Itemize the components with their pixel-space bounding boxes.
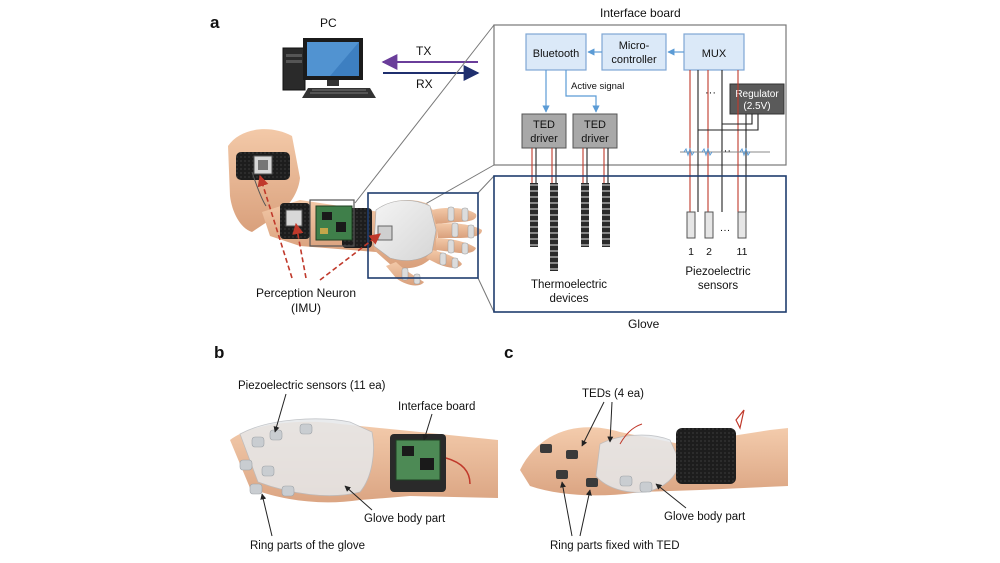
sensor-number-11: 11: [737, 246, 748, 258]
tx-label: TX: [416, 44, 431, 58]
piezo-label-2: sensors: [698, 280, 739, 292]
glove-body-callout-c-arrow: [655, 483, 687, 509]
ted-strip-2: [550, 183, 558, 271]
regulator-label-2: (2.5V): [743, 101, 770, 112]
teds-callout-arrow-2: [607, 401, 614, 443]
imu-forearm-band: [280, 203, 310, 239]
ted-driver-2-label-1: TED: [584, 119, 606, 131]
panel-a: a PC TX RX: [210, 6, 787, 331]
piezo-label-1: Piezoelectric: [685, 266, 750, 278]
ted-strip-1: [530, 183, 538, 247]
interface-board-frame: [493, 24, 787, 166]
thermoelectric-label-2: devices: [550, 293, 589, 305]
regulator-label-1: Regulator: [735, 89, 779, 100]
arm-illustration: [228, 129, 482, 286]
photo-b: [230, 418, 498, 503]
perception-neuron-label-2: (IMU): [291, 301, 321, 315]
ted-driver-2-label-2: driver: [581, 133, 609, 145]
ring-callout-c-arrow-2: [579, 489, 592, 537]
interface-board-pcb: [315, 205, 353, 241]
resistor-ellipsis: ···: [720, 145, 731, 157]
ted-driver-wires: [531, 148, 609, 185]
glove-zoom-box: [367, 192, 479, 279]
piezo-callout-text: Piezoelectric sensors (11 ea): [238, 380, 386, 392]
glove-box: Glove Thermoelectric devices 1 2 ··· 11 …: [493, 175, 787, 331]
ring-callout-c-arrow-1: [560, 481, 573, 537]
ted-strip-4: [602, 183, 610, 247]
tx-rx-link: TX RX: [381, 44, 480, 91]
microcontroller-module: Micro- controller: [601, 33, 667, 71]
interface-callout-text: Interface board: [398, 401, 475, 413]
teds-callout-arrow-1: [581, 401, 605, 447]
glove-rings: [401, 206, 475, 285]
active-signal-label: Active signal: [571, 81, 624, 92]
piezo-sensor-11: [737, 211, 747, 239]
microcontroller-label-1: Micro-: [619, 40, 650, 52]
interface-board-title: Interface board: [600, 6, 681, 20]
interface-board: Interface board Bluetooth Micro- control…: [493, 6, 787, 212]
ring-callout-b-arrow: [260, 493, 273, 537]
mux-ellipsis: ···: [705, 87, 716, 99]
glove-body-callout-b-arrow: [344, 485, 373, 511]
sensor-number-1: 1: [688, 246, 694, 258]
glove-body: [373, 200, 437, 261]
panel-a-letter: a: [210, 13, 220, 32]
pcb-zoom-box: [309, 199, 355, 247]
pc-icon: [282, 38, 376, 98]
piezoelectric-sensors: [686, 211, 747, 239]
imu-upper-band: [236, 152, 290, 180]
mux-module: MUX: [683, 33, 745, 71]
microcontroller-label-2: controller: [611, 54, 657, 66]
panel-c: c TEDs (4 ea) Glove body part Ring parts…: [504, 343, 788, 552]
ted-driver-1-label-2: driver: [530, 133, 558, 145]
imu-pointer-arrows: [257, 174, 381, 281]
thermoelectric-label-1: Thermoelectric: [531, 279, 607, 291]
rx-label: RX: [416, 77, 433, 91]
zoom-lines: [354, 24, 495, 313]
bluetooth-label: Bluetooth: [533, 48, 579, 60]
interface-callout-arrow: [422, 413, 433, 441]
piezo-sensor-1: [686, 211, 696, 239]
panel-b: b Piezoelectric sensors (11 ea) Interfac…: [214, 343, 498, 552]
panel-b-letter: b: [214, 343, 224, 362]
thermoelectric-devices: [530, 183, 610, 271]
perception-neuron-label-1: Perception Neuron: [256, 286, 356, 300]
resistors: [683, 147, 751, 157]
pc-label: PC: [320, 16, 337, 30]
piezo-callout-arrow: [273, 393, 287, 433]
glove-body-callout-b-text: Glove body part: [364, 513, 446, 525]
pc-computer: PC: [282, 16, 376, 98]
glove-chip: [377, 225, 393, 241]
ted-strip-3: [581, 183, 589, 247]
ring-callout-c-text: Ring parts fixed with TED: [550, 540, 680, 552]
glove-label: Glove: [628, 317, 660, 331]
teds-callout-text: TEDs (4 ea): [582, 388, 644, 400]
piezo-sensor-2: [704, 211, 714, 239]
ted-driver-2: TED driver: [572, 113, 618, 149]
ring-callout-b-text: Ring parts of the glove: [250, 540, 365, 552]
ted-driver-1: TED driver: [521, 113, 567, 149]
regulator-module: Regulator (2.5V): [729, 83, 785, 115]
mux-label: MUX: [702, 48, 727, 60]
sensor-wires-board: [680, 70, 770, 212]
photo-c: [520, 409, 788, 496]
glove-body-callout-c-text: Glove body part: [664, 511, 746, 523]
sensor-number-ellipsis: ···: [720, 224, 731, 236]
active-signal-lines: [542, 70, 600, 113]
sensor-number-2: 2: [706, 246, 712, 258]
ted-driver-1-label-1: TED: [533, 119, 555, 131]
bluetooth-module: Bluetooth: [525, 33, 587, 71]
panel-c-letter: c: [504, 343, 513, 362]
glove-frame: [493, 175, 787, 313]
